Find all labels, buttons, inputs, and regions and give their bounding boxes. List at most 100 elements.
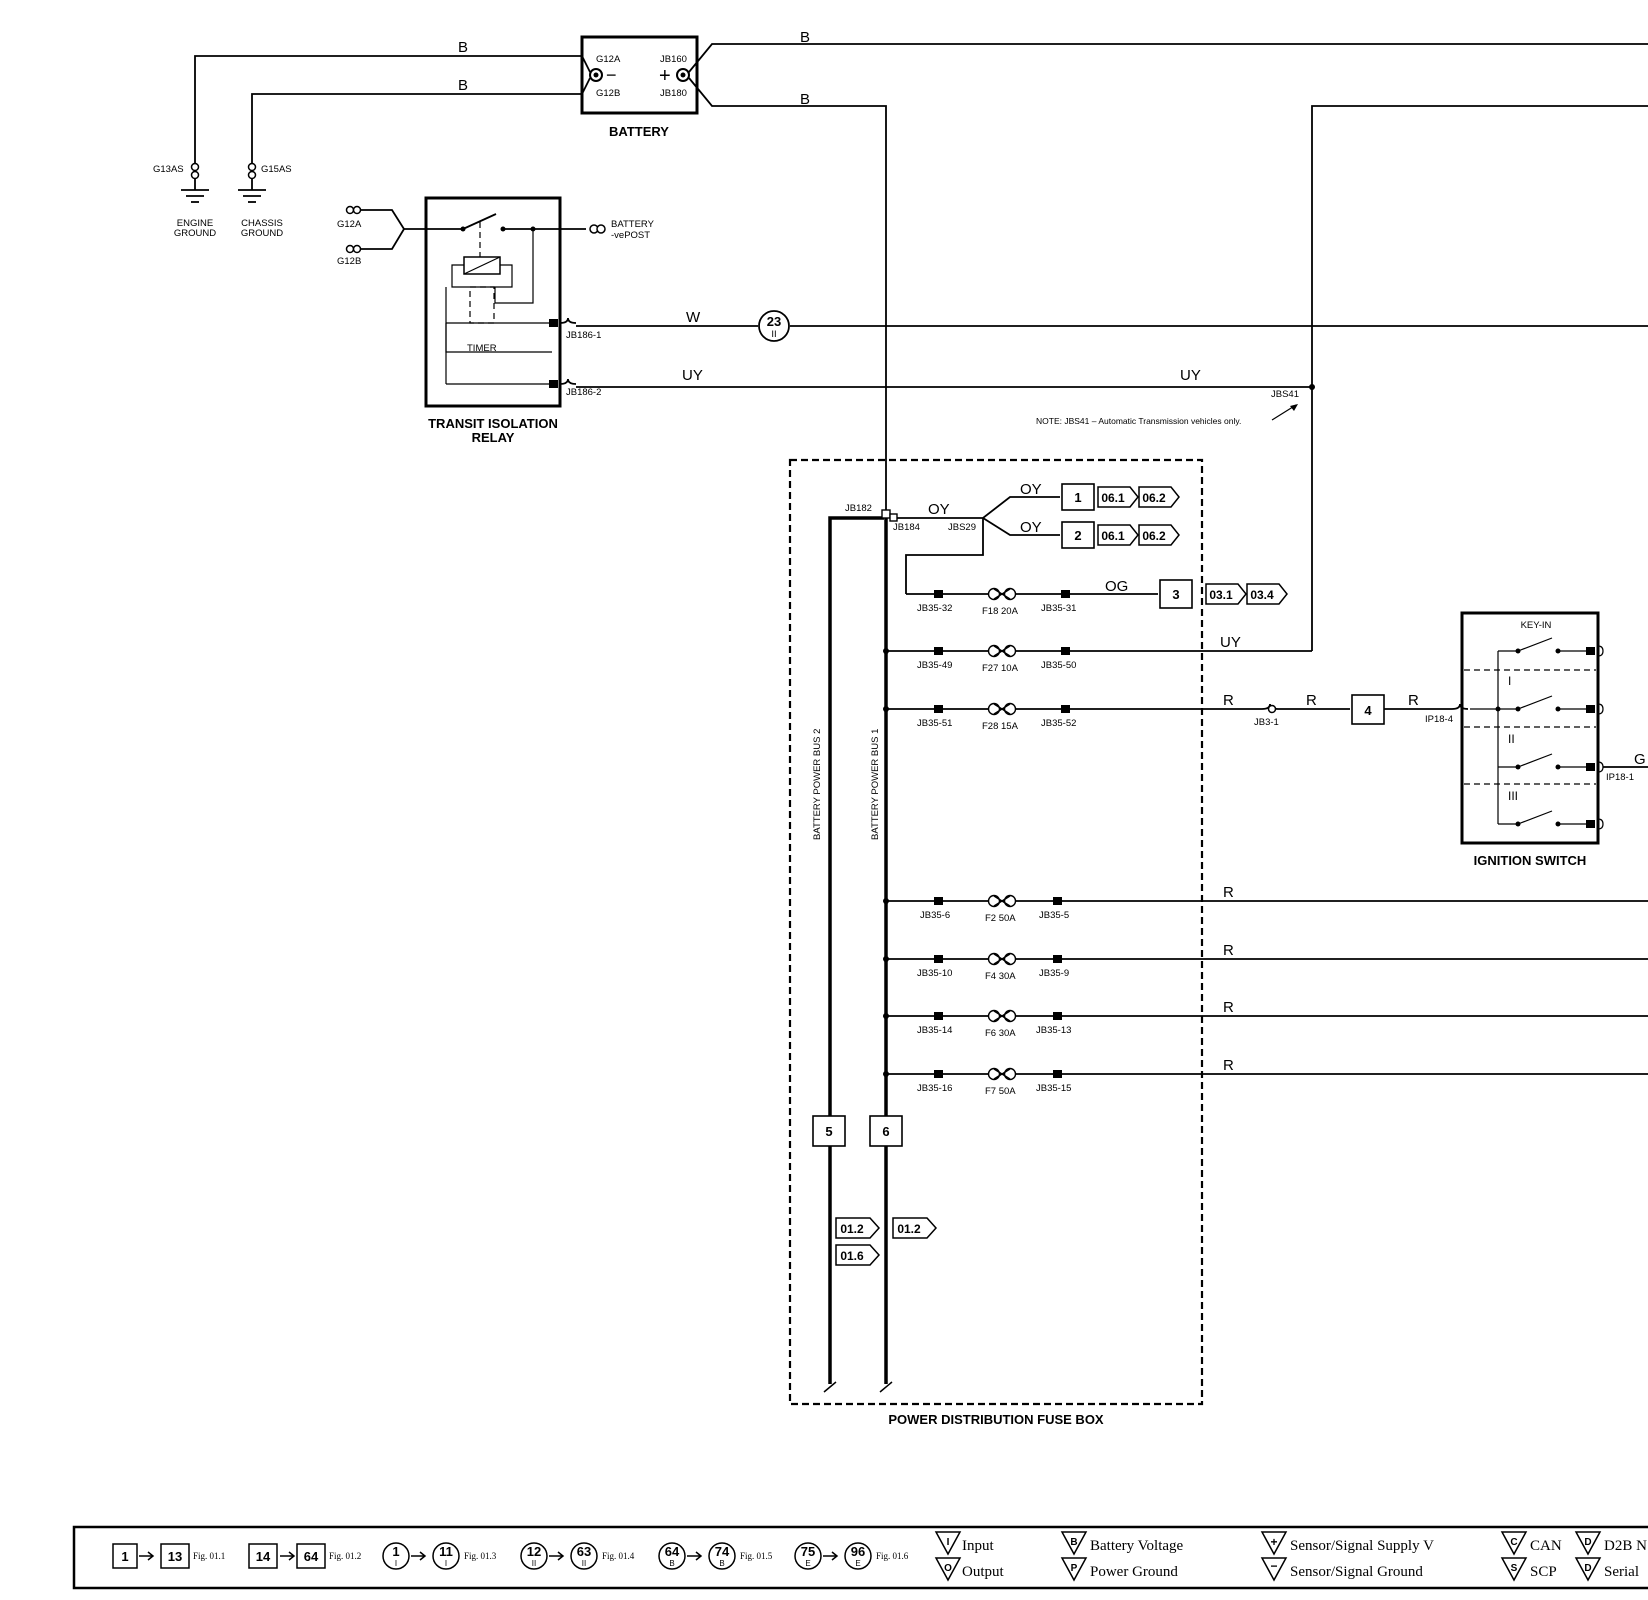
svg-text:3: 3 — [1172, 587, 1179, 602]
svg-text:23: 23 — [767, 314, 781, 329]
svg-text:O: O — [944, 1563, 952, 1574]
svg-text:D2B N: D2B N — [1604, 1538, 1647, 1554]
fuse-row-1-left: JB35-49 — [917, 660, 952, 671]
ref-box-5: 5 — [812, 1115, 846, 1147]
transit-isolation-relay: G12A G12B BATTERY -vePOST TIMER TRANSIT … — [337, 196, 655, 445]
svg-text:01.2: 01.2 — [840, 1222, 864, 1236]
jb3-1-label: JB3-1 — [1254, 717, 1279, 728]
power-distribution-fuse-box: POWER DISTRIBUTION FUSE BOX — [788, 458, 1204, 1427]
ref-03-1: 03.1 — [1205, 583, 1247, 605]
svg-text:I: I — [445, 1559, 447, 1568]
battery-g12a: G12A — [596, 54, 621, 65]
battery-positive-symbol: + — [659, 65, 671, 87]
relay-g12b: G12B — [337, 256, 361, 267]
svg-text:06.2: 06.2 — [1142, 491, 1166, 505]
ip18-1-label: IP18-1 — [1606, 772, 1634, 783]
ref-box-4: 4 — [1351, 694, 1385, 725]
relay-label-2: RELAY — [472, 430, 515, 445]
svg-text:JB35-16: JB35-16 — [917, 1083, 952, 1094]
chassis-ground-label-2: GROUND — [241, 228, 283, 239]
wire-og: OG — [1105, 578, 1128, 595]
jbs41-label: JBS41 — [1271, 389, 1299, 400]
svg-text:01.2: 01.2 — [897, 1222, 921, 1236]
bus1-label: BATTERY POWER BUS 1 — [870, 729, 881, 840]
svg-text:II: II — [582, 1559, 586, 1568]
svg-text:Battery Voltage: Battery Voltage — [1090, 1538, 1184, 1554]
jb182-label: JB182 — [845, 503, 872, 514]
ref-01-2b: 01.2 — [892, 1217, 938, 1239]
svg-text:JB35-13: JB35-13 — [1036, 1025, 1071, 1036]
fuse-row-1-fuse: F27 10A — [982, 663, 1019, 674]
svg-text:13: 13 — [168, 1549, 182, 1564]
pos-ii: II — [1508, 732, 1515, 746]
pos-iii: III — [1508, 789, 1518, 803]
svg-text:96: 96 — [851, 1544, 865, 1559]
svg-text:63: 63 — [577, 1544, 591, 1559]
svg-text:4: 4 — [1364, 703, 1372, 718]
ref-box-2: 2 — [1061, 521, 1095, 549]
wire-uy1: UY — [682, 367, 703, 384]
svg-text:Serial: Serial — [1604, 1564, 1639, 1580]
chassis-ground: G15AS CHASSIS GROUND — [238, 162, 292, 239]
svg-text:01.6: 01.6 — [840, 1249, 864, 1263]
svg-text:11: 11 — [439, 1544, 453, 1559]
svg-text:JB35-15: JB35-15 — [1036, 1083, 1071, 1094]
engine-ground-label-2: GROUND — [174, 228, 216, 239]
svg-text:06.1: 06.1 — [1101, 529, 1125, 543]
battery-negative-symbol: − — [606, 65, 617, 85]
svg-text:F2 50A: F2 50A — [985, 913, 1016, 924]
ref-01-6: 01.6 — [835, 1244, 881, 1266]
wire-uy3: UY — [1220, 634, 1241, 651]
wire-r3: R — [1408, 692, 1419, 709]
svg-text:D: D — [1584, 1537, 1591, 1548]
relay-post-1: BATTERY — [611, 219, 655, 230]
svg-text:R: R — [1223, 999, 1234, 1016]
svg-text:64: 64 — [665, 1544, 680, 1559]
svg-text:II: II — [771, 329, 776, 340]
svg-text:Fig. 01.2: Fig. 01.2 — [329, 1551, 361, 1561]
fuse-row-3: JB35-6 F2 50A JB35-5 R — [883, 884, 1648, 924]
svg-text:12: 12 — [527, 1544, 541, 1559]
ref-06-2b: 06.2 — [1138, 524, 1180, 546]
svg-text:Fig. 01.6: Fig. 01.6 — [876, 1551, 909, 1561]
ignition-switch: IP18-4 KEY-IN I II III IGNITION SWITCH — [1425, 611, 1604, 868]
fuse-row-4: JB35-10 F4 30A JB35-9 R — [883, 942, 1648, 982]
svg-text:JB35-9: JB35-9 — [1039, 968, 1069, 979]
svg-text:Fig. 01.1: Fig. 01.1 — [193, 1551, 225, 1561]
svg-text:Output: Output — [962, 1564, 1005, 1580]
fusebox-label: POWER DISTRIBUTION FUSE BOX — [888, 1412, 1104, 1427]
ref-06-2a: 06.2 — [1138, 486, 1180, 508]
fuse-row-1-right: JB35-50 — [1041, 660, 1076, 671]
svg-text:F4 30A: F4 30A — [985, 971, 1016, 982]
chassis-ground-label-1: CHASSIS — [241, 218, 283, 229]
battery-g12b: G12B — [596, 88, 620, 99]
battery-jb180: JB180 — [660, 88, 687, 99]
wire-uy2: UY — [1180, 367, 1201, 384]
battery-label: BATTERY — [609, 124, 669, 139]
svg-text:E: E — [805, 1559, 810, 1568]
wire-oy1: OY — [928, 501, 950, 518]
svg-text:1: 1 — [1074, 490, 1081, 505]
svg-text:+: + — [1270, 1535, 1277, 1549]
svg-text:JB35-6: JB35-6 — [920, 910, 950, 921]
svg-text:JB35-10: JB35-10 — [917, 968, 952, 979]
svg-text:03.4: 03.4 — [1250, 588, 1274, 602]
relay-jb186-1: JB186-1 — [566, 330, 601, 341]
wire-w: W — [686, 309, 701, 326]
svg-text:Power Ground: Power Ground — [1090, 1564, 1178, 1580]
svg-text:Sensor/Signal Ground: Sensor/Signal Ground — [1290, 1564, 1423, 1580]
svg-text:5: 5 — [825, 1124, 832, 1139]
svg-text:R: R — [1223, 1057, 1234, 1074]
ref-box-3: 3 — [1159, 579, 1193, 609]
battery: G12A G12B JB160 JB180 − + BATTERY — [580, 35, 699, 139]
svg-text:64: 64 — [304, 1549, 319, 1564]
svg-text:1: 1 — [121, 1549, 128, 1564]
svg-text:CAN: CAN — [1530, 1538, 1562, 1554]
svg-text:14: 14 — [256, 1549, 271, 1564]
ref-box-6: 6 — [869, 1115, 903, 1147]
ref-06-1b: 06.1 — [1097, 524, 1139, 546]
legend: 1 13 Fig. 01.1 14 64 Fig. 01.2 1 I 11 I … — [72, 1525, 1648, 1590]
svg-text:Fig. 01.5: Fig. 01.5 — [740, 1551, 773, 1561]
ref-01-2a: 01.2 — [835, 1217, 881, 1239]
ref-03-4: 03.4 — [1246, 583, 1288, 605]
